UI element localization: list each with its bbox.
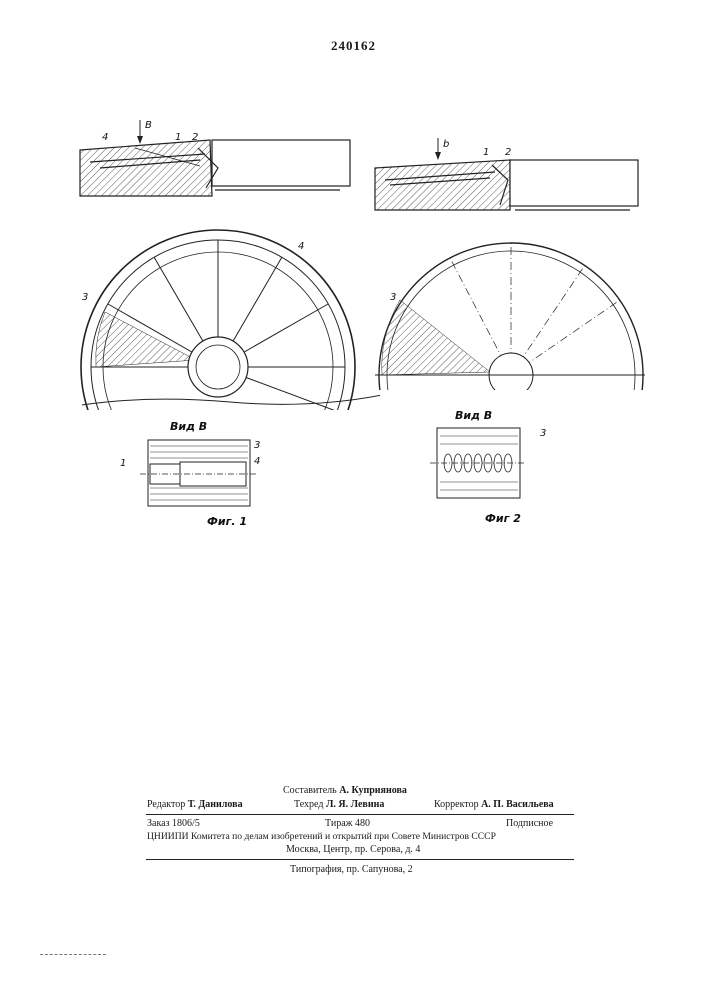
fig1-arrow-label: В [145,120,152,131]
corrector-label: Корректор [434,799,479,810]
fig1-label-4b: 4 [298,241,304,252]
fig2-label-3: 3 [390,292,396,303]
compiler-line: Составитель А. Куприянова [283,784,407,797]
fig1-view-label-4: 4 [254,456,260,467]
fig1-label-2: 2 [192,132,198,143]
techred-name: Л. Я. Левина [326,799,384,810]
fig2-wheel [375,243,645,507]
corrector-name: А. П. Васильева [481,799,554,810]
order-number: Заказ 1806/5 [147,817,200,830]
fig1-label-4: 4 [102,132,108,143]
fig1-label-3: 3 [82,292,88,303]
compiler-label: Составитель [283,785,337,796]
fig1-view-title: Вид В [170,420,207,433]
printing-house: Типография, пр. Сапунова, 2 [290,863,413,876]
editor-label: Редактор [147,799,185,810]
address: Москва, Центр, пр. Серова, д. 4 [286,843,420,856]
colophon-rule-top [146,814,574,815]
techred-line: Техред Л. Я. Левина [294,798,384,811]
scan-artifact [40,954,106,955]
fig1-section [80,140,350,196]
fig2-caption: Фиг 2 [485,512,521,525]
fig1-view-label-1: 1 [120,458,126,469]
fig2-view-b [430,428,525,498]
colophon-rule-bottom [146,859,574,860]
fig2-label-1: 1 [483,147,489,158]
fig2-label-2: 2 [505,147,511,158]
subscription: Подписное [506,817,553,830]
fig2-view-label-3: 3 [540,428,546,439]
fig2-section [375,160,638,210]
corrector-line: Корректор А. П. Васильева [434,798,554,811]
fig1-label-1: 1 [175,132,181,143]
fig2-view-title: Вид В [455,409,492,422]
compiler-name: А. Куприянова [339,785,407,796]
fig2-section-arrow [435,138,441,160]
techred-label: Техред [294,799,323,810]
fig2-arrow-label: b [443,139,449,150]
fig1-view-label-3: 3 [254,440,260,451]
editor-line: Редактор Т. Данилова [147,798,243,811]
circulation: Тираж 480 [325,817,370,830]
fig1-section-arrow [137,120,143,144]
editor-name: Т. Данилова [188,799,243,810]
fig1-view-b [140,440,258,506]
institute: ЦНИИПИ Комитета по делам изобретений и о… [147,830,496,843]
fig1-caption: Фиг. 1 [207,515,247,528]
